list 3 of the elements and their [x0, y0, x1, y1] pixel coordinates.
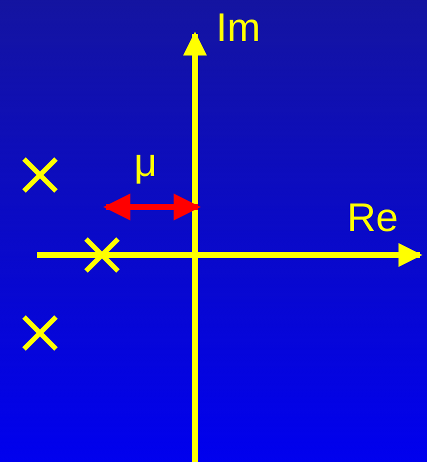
- axis-label: Im: [216, 8, 260, 48]
- axis-label: Re: [347, 198, 398, 238]
- dimension-label: μ: [134, 143, 158, 183]
